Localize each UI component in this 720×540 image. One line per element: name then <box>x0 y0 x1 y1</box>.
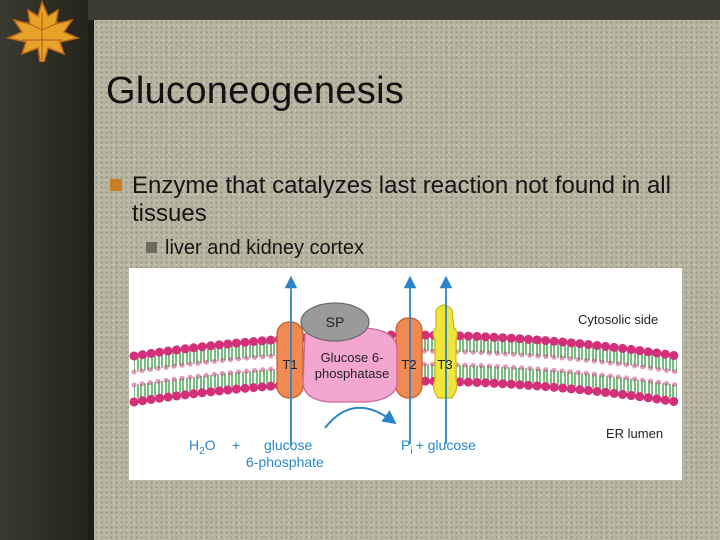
enzyme-label-line2: phosphatase <box>315 366 389 381</box>
square-bullet-icon <box>146 242 157 253</box>
water-h: H <box>189 437 199 453</box>
t3-label: T3 <box>437 357 452 372</box>
top-border <box>0 0 720 22</box>
plus-sign: + <box>232 437 240 453</box>
maple-leaf-icon <box>2 0 82 62</box>
products-label: Pi + glucose <box>401 437 476 457</box>
er-lumen-label: ER lumen <box>606 426 663 441</box>
pi-p: P <box>401 437 410 453</box>
enzyme-label-line1: Glucose 6- <box>321 350 384 365</box>
svg-text:H2O: H2O <box>189 437 216 457</box>
reactants-label: H2O + glucose 6-phosphate <box>189 437 324 470</box>
membrane-diagram: SP T1 T2 T3 Glucose 6- phosphatase Cytos… <box>129 268 682 480</box>
slide-title: Gluconeogenesis <box>106 70 404 113</box>
product-glucose: + glucose <box>416 437 477 453</box>
square-bullet-icon <box>110 179 122 191</box>
cytosolic-side-label: Cytosolic side <box>578 312 658 327</box>
water-o: O <box>205 437 216 453</box>
pi-sub: i <box>410 446 412 457</box>
sp-label: SP <box>326 314 345 330</box>
t1-label: T1 <box>282 357 297 372</box>
svg-text:Pi+ glucose: Pi + glucose <box>401 437 476 457</box>
bullet-text: Enzyme that catalyzes last reaction not … <box>132 172 712 228</box>
t2-label: T2 <box>401 357 416 372</box>
g6p-label: 6-phosphate <box>246 454 324 470</box>
left-border <box>0 0 88 540</box>
glucose-label: glucose <box>264 437 312 453</box>
bullet-text: liver and kidney cortex <box>165 236 364 260</box>
